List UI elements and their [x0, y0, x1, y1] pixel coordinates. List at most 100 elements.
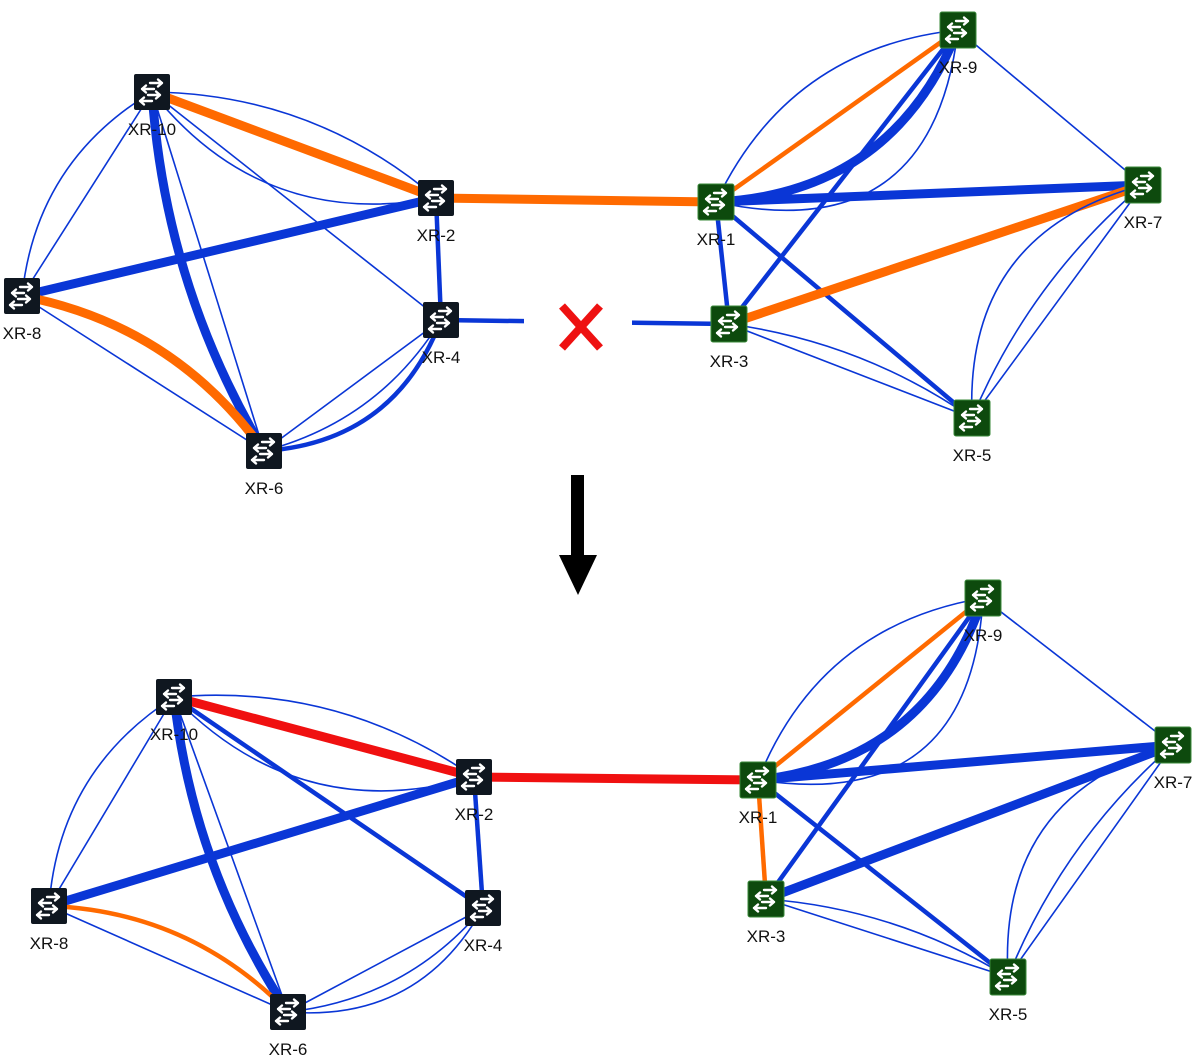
link-xr-1-xr-9[interactable]: [757, 597, 984, 781]
bottom-node-xr-4[interactable]: XR-4: [464, 890, 503, 955]
link-xr-1-xr-3[interactable]: [755, 779, 769, 900]
top-node-xr-6[interactable]: XR-6: [245, 433, 284, 498]
link-xr-2-xr-1[interactable]: [473, 772, 759, 785]
switch-icon: [465, 890, 501, 926]
link-xr-1-xr-5[interactable]: [756, 778, 1010, 979]
link-xr-6-xr-4[interactable]: [287, 907, 484, 1013]
bottom-node-xr-3[interactable]: XR-3: [747, 880, 786, 946]
link-xr-1-xr-9[interactable]: [756, 596, 985, 782]
link-xr-3-xr-5[interactable]: [765, 898, 1009, 978]
bottom-node-xr-9[interactable]: XR-9: [964, 579, 1003, 645]
bottom-node-xr-8[interactable]: XR-8: [30, 888, 69, 953]
link-xr-10-xr-4[interactable]: [172, 695, 485, 910]
link-xr-3-xr-5[interactable]: [765, 898, 1009, 978]
link-xr-10-xr-6[interactable]: [147, 91, 268, 454]
link-xr-7-xr-5[interactable]: [970, 184, 1144, 419]
link-xr-6-xr-4[interactable]: [263, 319, 442, 452]
switch-icon: [747, 880, 785, 918]
link-xr-10-xr-6[interactable]: [151, 91, 265, 452]
link-xr-1-xr-9[interactable]: [715, 29, 959, 211]
link-xr-8-xr-2[interactable]: [47, 772, 476, 911]
link-xr-6-xr-4[interactable]: [263, 319, 442, 452]
link-xr-8-xr-6[interactable]: [21, 291, 268, 454]
link-xr-10-xr-4[interactable]: [151, 91, 442, 321]
node-label: XR-5: [989, 1005, 1028, 1024]
link-xr-10-xr-6[interactable]: [169, 696, 292, 1015]
top-node-xr-5[interactable]: XR-5: [953, 399, 992, 465]
node-label: XR-5: [953, 446, 992, 465]
link-xr-1-xr-7[interactable]: [715, 180, 1144, 207]
link-xr-1-xr-9[interactable]: [757, 597, 984, 786]
bottom-node-xr-7[interactable]: XR-7: [1154, 726, 1193, 792]
switch-icon: [964, 579, 1002, 617]
node-label: XR-1: [697, 230, 736, 249]
switch-icon: [423, 302, 459, 338]
link-xr-2-xr-4[interactable]: [433, 197, 444, 321]
link-xr-1-xr-3[interactable]: [713, 201, 732, 325]
bottom-node-xr-6[interactable]: XR-6: [269, 994, 308, 1059]
switch-icon: [697, 183, 735, 221]
switch-icon: [418, 180, 454, 216]
link-xr-6-xr-4[interactable]: [287, 907, 484, 1013]
link-xr-6-xr-4[interactable]: [263, 319, 444, 454]
link-xr-2-xr-1[interactable]: [435, 193, 717, 207]
link-xr-1-xr-5[interactable]: [714, 200, 974, 420]
node-label: XR-10: [128, 120, 176, 139]
top-node-xr-9[interactable]: XR-9: [939, 11, 978, 77]
link-xr-9-xr-7[interactable]: [982, 597, 1174, 746]
bottom-node-xr-2[interactable]: XR-2: [455, 759, 494, 824]
top-diagram-links: [20, 28, 1145, 454]
link-xr-1-xr-9[interactable]: [714, 28, 960, 204]
node-label: XR-8: [3, 324, 42, 343]
link-xr-10-xr-2[interactable]: [150, 87, 438, 203]
link-xr-9-xr-7[interactable]: [957, 29, 1144, 186]
link-xr-10-xr-8[interactable]: [21, 91, 153, 297]
link-xr-7-xr-5[interactable]: [1007, 744, 1174, 978]
bottom-node-xr-10[interactable]: XR-10: [150, 679, 198, 744]
link-xr-10-xr-2[interactable]: [173, 694, 475, 778]
link-xr-8-xr-2[interactable]: [20, 193, 438, 301]
top-node-xr-3[interactable]: XR-3: [710, 305, 749, 371]
link-xr-3-xr-5[interactable]: [728, 323, 973, 419]
top-node-xr-4[interactable]: XR-4: [422, 302, 461, 367]
node-label: XR-2: [417, 226, 456, 245]
link-xr-7-xr-5[interactable]: [1007, 744, 1174, 978]
bottom-node-xr-1[interactable]: XR-1: [739, 761, 778, 827]
link-xr-10-xr-2[interactable]: [172, 692, 476, 782]
link-xr-3-xr-7[interactable]: [727, 180, 1145, 329]
link-xr-2-xr-4[interactable]: [471, 776, 486, 909]
link-xr-3-xr-9[interactable]: [764, 596, 985, 901]
link-xr-7-xr-5[interactable]: [971, 184, 1144, 419]
link-xr-1-xr-9[interactable]: [715, 29, 959, 203]
link-xr-6-xr-4[interactable]: [287, 907, 484, 1014]
x-mark-icon: [559, 303, 603, 351]
link-xr-8-xr-6[interactable]: [48, 903, 290, 1014]
link-xr-7-xr-5[interactable]: [1006, 744, 1174, 978]
link-xr-1-xr-7[interactable]: [757, 740, 1174, 785]
link-xr-3-xr-9[interactable]: [727, 28, 960, 326]
link-xr-10-xr-2[interactable]: [151, 91, 437, 199]
link-xr-7-xr-5[interactable]: [971, 184, 1144, 419]
bottom-node-xr-5[interactable]: XR-5: [989, 958, 1028, 1024]
node-label: XR-9: [964, 626, 1003, 645]
switch-icon: [4, 278, 40, 314]
link-xr-10-xr-8[interactable]: [21, 91, 153, 297]
top-node-xr-8[interactable]: XR-8: [3, 278, 42, 343]
top-node-xr-2[interactable]: XR-2: [417, 180, 456, 245]
top-node-xr-10[interactable]: XR-10: [128, 74, 176, 139]
link-xr-10-xr-8[interactable]: [48, 696, 175, 907]
node-label: XR-1: [739, 808, 778, 827]
link-xr-8-xr-6[interactable]: [21, 295, 265, 452]
node-label: XR-3: [747, 927, 786, 946]
link-xr-3-xr-5[interactable]: [728, 323, 973, 419]
link-xr-10-xr-8[interactable]: [48, 696, 175, 907]
down-arrow-icon: [559, 475, 597, 595]
top-node-xr-1[interactable]: XR-1: [697, 183, 736, 249]
link-xr-8-xr-6[interactable]: [48, 905, 289, 1013]
link-xr-10-xr-2[interactable]: [151, 91, 437, 205]
top-node-xr-7[interactable]: XR-7: [1124, 166, 1163, 232]
link-xr-3-xr-7[interactable]: [764, 740, 1175, 904]
switch-icon: [156, 679, 192, 715]
